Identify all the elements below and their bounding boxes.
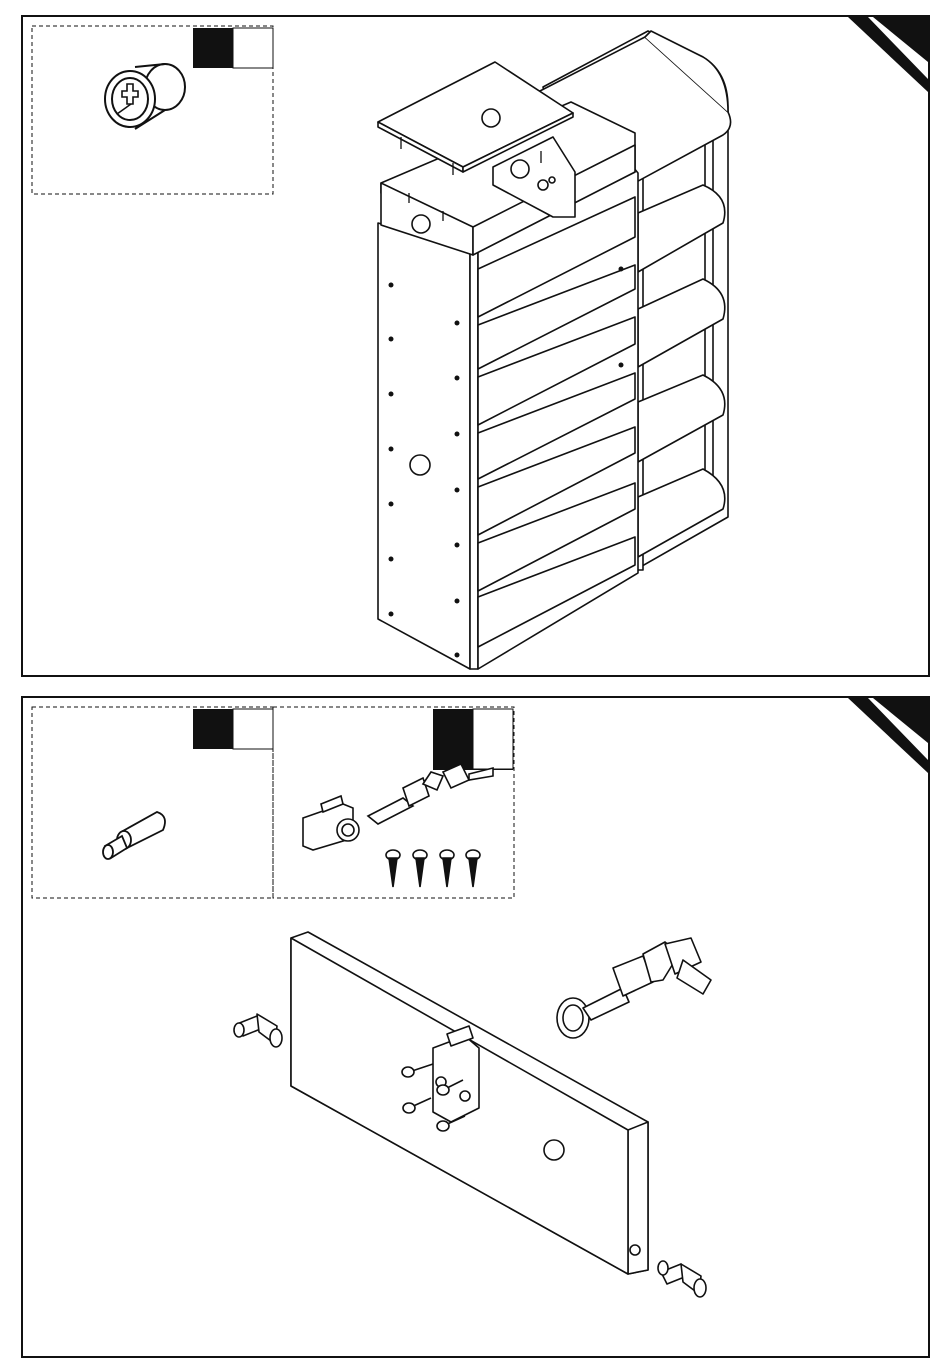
parts-box-dowel [32,707,273,898]
hinge-hole [482,109,500,127]
quantity-marker-dark [193,28,233,68]
dowel-left [234,1014,282,1047]
cam-lock-fitting-placed [538,180,548,190]
step-1-illustration [23,17,928,675]
lock-with-keys-icon [303,764,493,850]
step-2-illustration [23,698,928,1356]
step-2-corner-flag [848,698,928,773]
quantity-marker-light [473,709,513,769]
step-1-corner-flag [848,17,928,92]
hinge-hole [410,455,430,475]
quantity-marker-light [233,28,273,68]
step-1-panel [21,15,930,677]
parts-box-lock-kit [273,707,514,898]
panel-hole [630,1245,640,1255]
lock-ring-and-keys [557,938,711,1038]
quantity-marker-dark [193,709,233,749]
dowel-right [658,1261,706,1297]
cam-lock-icon [105,64,185,129]
dowel-icon [103,812,165,859]
quantity-marker-dark [433,709,473,769]
parts-box-cam-lock [32,26,273,194]
left-side-panel [378,223,478,669]
panel-lock-installation-diagram [234,932,711,1297]
screw-icons [386,850,480,887]
shelf-unit-diagram [378,31,731,669]
panel-hole [544,1140,564,1160]
quantity-marker-light [233,709,273,749]
hinge-hole [511,160,529,178]
hinge-hole [412,215,430,233]
step-2-panel [21,696,930,1358]
